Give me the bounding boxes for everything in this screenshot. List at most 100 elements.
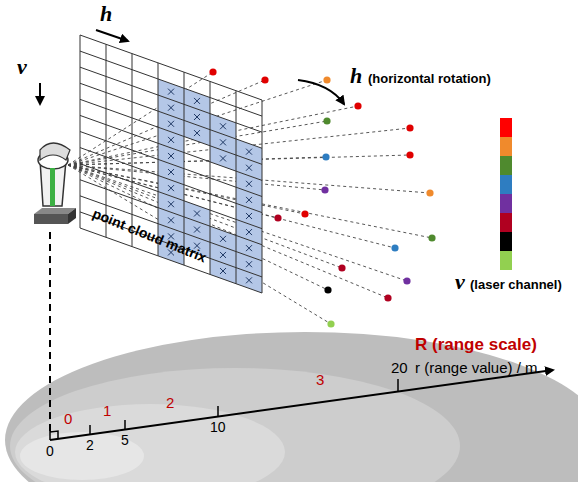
- h-arrow: [96, 30, 128, 41]
- channel-swatch: [500, 137, 512, 156]
- tick-value: 10: [210, 420, 226, 435]
- point-mark: [246, 213, 252, 219]
- drop-line: [49, 232, 51, 436]
- cloud-point: [301, 210, 308, 217]
- tick-value: 5: [121, 433, 129, 448]
- point-mark: [168, 105, 174, 111]
- cloud-point: [321, 186, 328, 193]
- point-mark: [220, 268, 226, 274]
- v-arrow: [39, 83, 41, 104]
- channel-swatch: [500, 194, 512, 213]
- axis-caption: r (range value) / m: [415, 360, 538, 377]
- range-axis: [50, 370, 553, 440]
- laser-ray: [68, 165, 325, 190]
- point-mark: [246, 149, 252, 155]
- point-mark: [168, 217, 174, 223]
- range-ring: [10, 368, 460, 482]
- point-mark: [194, 227, 200, 233]
- point-mark: [246, 197, 252, 203]
- grid-line: [80, 67, 262, 132]
- scale-number: 2: [166, 395, 174, 412]
- cloud-point: [406, 151, 413, 158]
- laser-ray: [68, 165, 388, 298]
- hit-cell: [210, 258, 236, 283]
- channel-swatch: [500, 156, 512, 175]
- point-mark: [246, 165, 252, 171]
- cloud-point: [354, 102, 361, 109]
- point-mark: [194, 210, 200, 216]
- cloud-point: [403, 277, 410, 284]
- axis-letter: h: [100, 2, 112, 26]
- grid-line: [80, 51, 262, 116]
- point-mark: [168, 137, 174, 143]
- cloud-point: [323, 117, 330, 124]
- cloud-point: [406, 124, 413, 131]
- cloud-point: [261, 76, 268, 83]
- hit-cell: [210, 146, 236, 171]
- channel-swatch: [500, 251, 512, 270]
- grid-line: [80, 99, 262, 164]
- laser-ray: [68, 165, 342, 268]
- axis-letter: v: [17, 55, 27, 79]
- laser-ray: [68, 121, 327, 165]
- scale-number: 1: [103, 403, 111, 420]
- point-mark: [168, 185, 174, 191]
- cloud-point: [323, 76, 330, 83]
- point-mark: [220, 236, 226, 242]
- tick-value: 2: [86, 438, 94, 453]
- channel-swatch: [500, 213, 512, 232]
- axis-ticks: [90, 379, 398, 435]
- grid-line: [80, 148, 262, 213]
- cloud-point: [324, 286, 331, 293]
- cloud-point: [338, 264, 345, 271]
- cloud-point: [209, 68, 216, 75]
- cloud-point: [322, 153, 329, 160]
- channel-swatch: [500, 232, 512, 251]
- grid-line: [80, 83, 262, 148]
- range-ring: [15, 404, 285, 482]
- cloud-point: [428, 234, 435, 241]
- channel-swatch: [500, 175, 512, 194]
- scale-number: 0: [64, 411, 72, 428]
- origin-mark: [50, 426, 58, 440]
- axis-letter: h: [350, 64, 362, 88]
- point-mark: [168, 153, 174, 159]
- point-mark: [194, 98, 200, 104]
- cloud-point: [274, 214, 281, 221]
- cloud-point: [391, 244, 398, 251]
- cloud-points: [209, 68, 435, 327]
- point-mark: [220, 252, 226, 258]
- axis-letter: v: [455, 270, 465, 294]
- grid-line: [80, 132, 262, 197]
- point-mark: [194, 130, 200, 136]
- grid-line: [80, 115, 262, 180]
- laser-ray: [68, 165, 331, 324]
- point-mark: [246, 261, 252, 267]
- point-mark: [220, 155, 226, 161]
- point-mark: [220, 123, 226, 129]
- laser-rays: [68, 72, 432, 324]
- tick-value: 0: [46, 444, 54, 459]
- point-mark: [246, 229, 252, 235]
- point-mark: [246, 245, 252, 251]
- point-mark: [168, 121, 174, 127]
- rotation-arrow: [298, 80, 344, 104]
- point-mark: [168, 201, 174, 207]
- grid-line: [80, 35, 262, 100]
- point-mark: [168, 169, 174, 175]
- cloud-point: [327, 320, 334, 327]
- point-mark: [246, 277, 252, 283]
- range-ring: [20, 432, 144, 480]
- hit-cell: [184, 120, 210, 145]
- axis-caption: (laser channel): [470, 278, 562, 292]
- scale-number: 3: [316, 372, 324, 389]
- lidar-sensor: [34, 143, 76, 224]
- point-cloud-matrix: [80, 35, 262, 293]
- laser-ray: [68, 165, 328, 290]
- point-mark: [246, 181, 252, 187]
- point-mark: [220, 139, 226, 145]
- scale-title: R (range scale): [415, 336, 537, 355]
- tick-value: 20: [391, 360, 408, 377]
